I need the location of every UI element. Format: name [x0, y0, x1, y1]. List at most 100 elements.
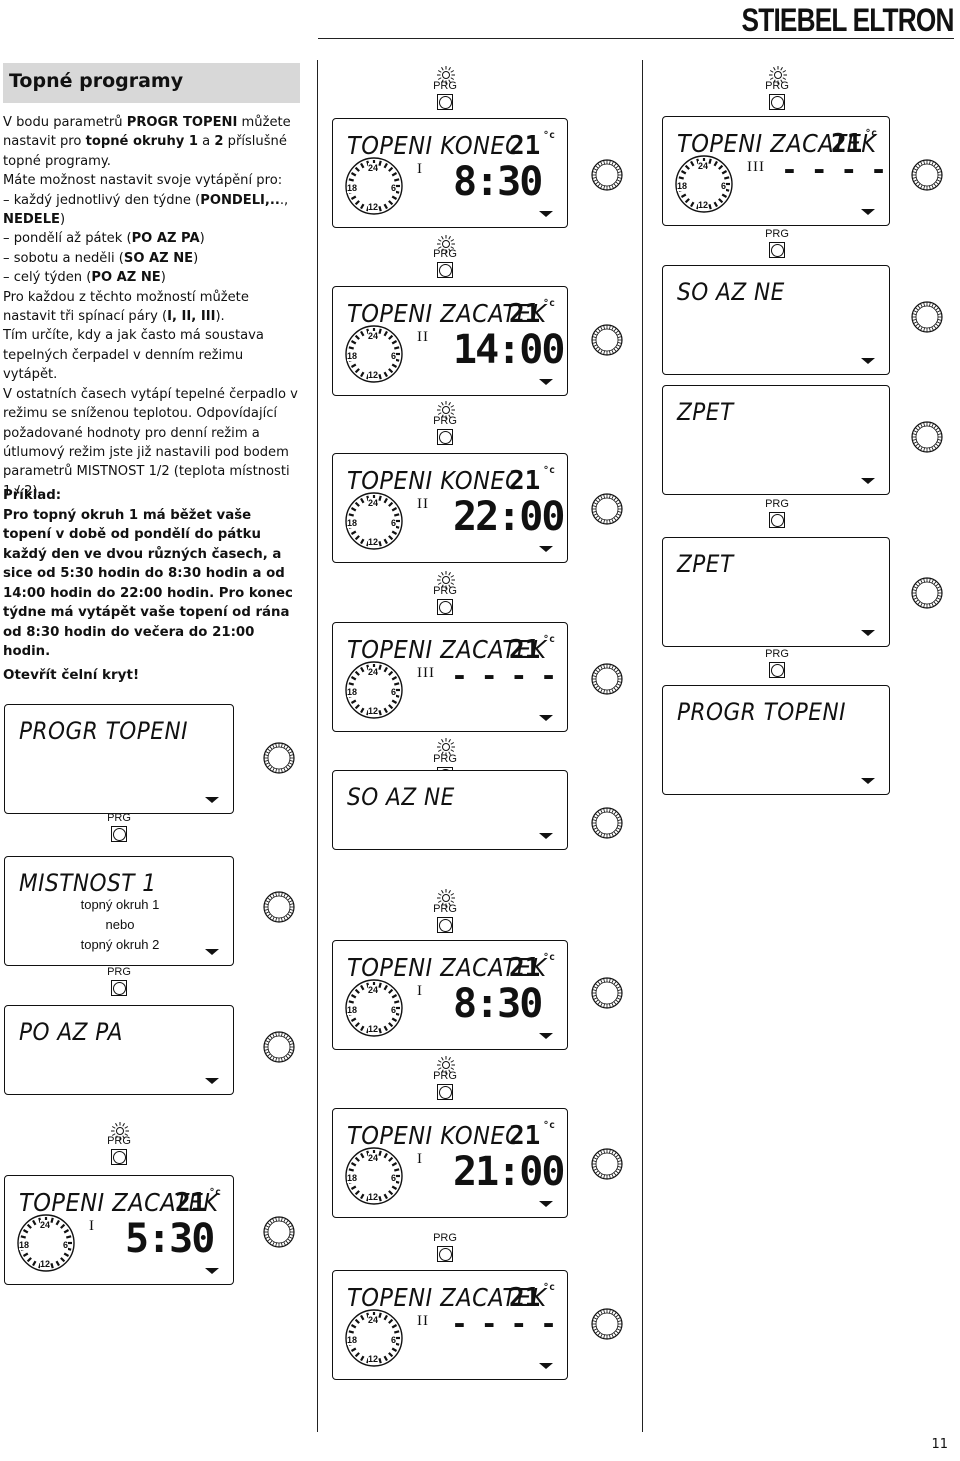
scroll-down-indicator	[539, 1033, 553, 1039]
scroll-down-indicator	[539, 379, 553, 385]
rotary-knob-icon[interactable]	[590, 1147, 624, 1181]
rotary-knob-icon[interactable]	[590, 1307, 624, 1341]
clock-label-top: 24	[40, 1220, 51, 1230]
note-line: topný okruh 1	[80, 897, 160, 912]
prg-button[interactable]: PRG	[432, 903, 458, 947]
scroll-down-indicator	[861, 478, 875, 484]
rotary-knob-icon[interactable]	[590, 158, 624, 192]
clock-label-right: 6	[63, 1240, 69, 1250]
intro-paragraph: – každý jednotlivý den týdne (PONDELI,..…	[3, 191, 301, 210]
intro-paragraph: V ostatních časech vytápí tepelné čerpad…	[3, 385, 301, 501]
prg-button-icon	[437, 94, 453, 110]
intro-text-run: Máte možnost nastavit svoje vytápění pro…	[3, 173, 283, 189]
lcd-text: ZPET	[677, 550, 734, 578]
clock-label-top: 24	[368, 498, 379, 508]
clock-label-right: 6	[391, 351, 397, 361]
scroll-down-indicator	[205, 1268, 219, 1274]
rotary-knob-icon[interactable]	[262, 741, 296, 775]
scroll-down-indicator	[539, 546, 553, 552]
prg-button-icon	[437, 429, 453, 445]
temperature-readout: 21	[509, 1283, 541, 1313]
lcd-text: TOPENI ZACATEK	[19, 1188, 219, 1217]
intro-text-run: V ostatních časech vytápí tepelné čerpad…	[3, 386, 298, 499]
switch-pair-label: I	[417, 1151, 423, 1167]
intro-bold-term: PROGR TOPENI	[126, 115, 238, 130]
switch-pair-label: I	[89, 1218, 95, 1234]
intro-paragraph: Máte možnost nastavit svoje vytápění pro…	[3, 171, 301, 190]
section-title-bar: Topné programy	[3, 63, 300, 103]
blink-sun-icon	[768, 65, 788, 85]
rotary-knob-icon[interactable]	[590, 492, 624, 526]
prg-button[interactable]: PRG	[106, 966, 132, 1010]
rotary-knob-icon[interactable]	[590, 323, 624, 357]
prg-button[interactable]: PRG	[106, 1135, 132, 1179]
prg-button[interactable]: PRG	[764, 80, 790, 124]
column-divider-left	[317, 60, 318, 1432]
scroll-down-indicator	[539, 1363, 553, 1369]
rotary-knob-icon[interactable]	[262, 1030, 296, 1064]
clock-label-bottom: 12	[368, 1192, 379, 1202]
lcd-text: TOPENI ZACATEK	[677, 129, 877, 158]
clock-label-right: 6	[391, 1335, 397, 1345]
rotary-knob-icon[interactable]	[590, 976, 624, 1010]
clock-label-bottom: 12	[368, 706, 379, 716]
prg-button[interactable]: PRG	[106, 812, 132, 856]
rotary-knob-icon[interactable]	[910, 576, 944, 610]
clock-label-bottom: 12	[368, 202, 379, 212]
prg-button[interactable]: PRG	[764, 648, 790, 692]
lcd-time: 21:00	[453, 1149, 565, 1195]
prg-label: PRG	[433, 585, 457, 597]
clock-label-bottom: 12	[698, 200, 709, 210]
prg-button[interactable]: PRG	[764, 498, 790, 542]
prg-button-icon	[111, 980, 127, 996]
prg-button-icon	[437, 599, 453, 615]
prg-label: PRG	[107, 966, 131, 978]
switch-pair-label: II	[417, 329, 429, 345]
prg-button[interactable]: PRG	[432, 80, 458, 124]
header-rule	[318, 38, 954, 39]
section-title: Topné programy	[9, 70, 184, 92]
rotary-knob-icon[interactable]	[590, 806, 624, 840]
blink-sun-icon	[436, 1055, 456, 1075]
lcd-display: SO AZ NE	[332, 770, 568, 850]
rotary-knob-icon[interactable]	[590, 662, 624, 696]
lcd-time: 8:30	[453, 159, 543, 205]
clock-label-right: 6	[391, 518, 397, 528]
prg-button-icon	[437, 917, 453, 933]
lcd-text: TOPENI KONEC	[347, 466, 522, 495]
example-block: Příklad: Pro topný okruh 1 má běžet vaše…	[3, 486, 303, 662]
prg-button[interactable]: PRG	[432, 415, 458, 459]
blink-sun-icon	[110, 1121, 130, 1141]
intro-paragraph: Tím určíte, kdy a jak často má soustava …	[3, 326, 301, 384]
intro-text-run: )	[193, 250, 199, 266]
intro-text-run: )	[160, 270, 166, 286]
temperature-unit: °c	[209, 1187, 222, 1198]
temperature-readout: 21	[509, 1121, 541, 1151]
scroll-down-indicator	[861, 630, 875, 636]
prg-button[interactable]: PRG	[432, 1232, 458, 1276]
prg-button[interactable]: PRG	[432, 585, 458, 629]
rotary-knob-icon[interactable]	[910, 158, 944, 192]
rotary-knob-icon[interactable]	[262, 1215, 296, 1249]
clock-label-top: 24	[368, 1315, 379, 1325]
prg-button[interactable]: PRG	[764, 228, 790, 272]
scroll-down-indicator	[205, 949, 219, 955]
rotary-knob-icon[interactable]	[910, 420, 944, 454]
rotary-knob-icon[interactable]	[262, 890, 296, 924]
intro-text-run: a	[197, 134, 215, 150]
rotary-knob-icon[interactable]	[910, 300, 944, 334]
prg-button[interactable]: PRG	[432, 1070, 458, 1114]
example-heading: Příklad:	[3, 488, 62, 503]
intro-text-run: – pondělí až pátek (	[3, 231, 132, 247]
intro-text-run: .,	[279, 192, 289, 208]
prg-label: PRG	[765, 498, 789, 510]
prg-button[interactable]: PRG	[432, 248, 458, 292]
intro-text-run: )	[60, 212, 66, 228]
